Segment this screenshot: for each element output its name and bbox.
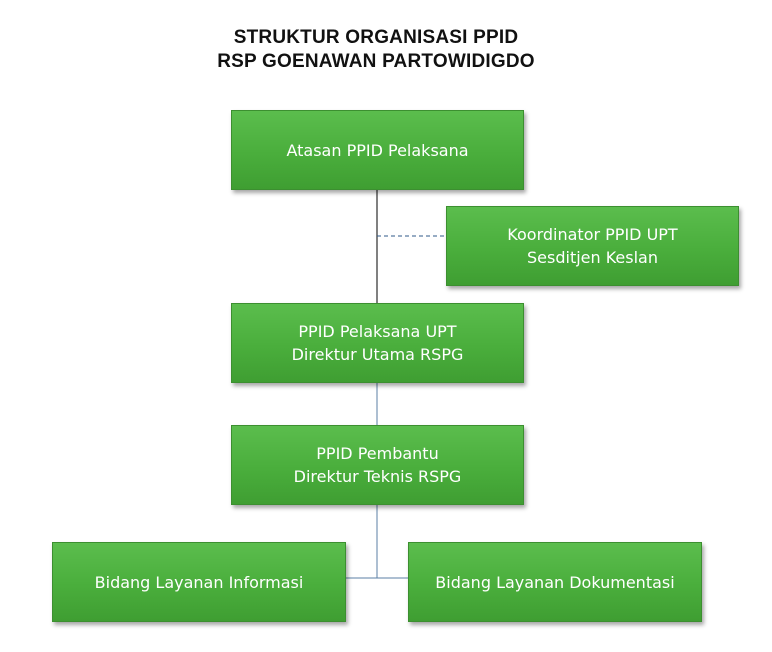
node-koordinator-ppid-upt: Koordinator PPID UPT Sesditjen Keslan bbox=[446, 206, 739, 286]
node-bidang-layanan-dokumentasi: Bidang Layanan Dokumentasi bbox=[408, 542, 702, 622]
node-label: Bidang Layanan Dokumentasi bbox=[435, 572, 675, 592]
chart-title-line-2: RSP GOENAWAN PARTOWIDIGDO bbox=[217, 51, 535, 72]
node-bidang-layanan-informasi: Bidang Layanan Informasi bbox=[52, 542, 346, 622]
node-sublabel: Direktur Utama RSPG bbox=[291, 345, 464, 364]
node-label: PPID Pembantu bbox=[316, 444, 439, 463]
node-sublabel: Sesditjen Keslan bbox=[527, 248, 658, 267]
node-ppid-pembantu: PPID Pembantu Direktur Teknis RSPG bbox=[231, 425, 524, 505]
node-label: Bidang Layanan Informasi bbox=[94, 572, 304, 592]
node-ppid-pelaksana-upt: PPID Pelaksana UPT Direktur Utama RSPG bbox=[231, 303, 524, 383]
node-sublabel: Direktur Teknis RSPG bbox=[293, 467, 462, 486]
chart-title-line-1: STRUKTUR ORGANISASI PPID bbox=[233, 27, 519, 48]
node-label: Koordinator PPID UPT bbox=[507, 225, 678, 244]
node-atasan-ppid-pelaksana: Atasan PPID Pelaksana bbox=[231, 110, 524, 190]
node-label: Atasan PPID Pelaksana bbox=[286, 140, 469, 160]
node-label: PPID Pelaksana UPT bbox=[298, 322, 457, 341]
